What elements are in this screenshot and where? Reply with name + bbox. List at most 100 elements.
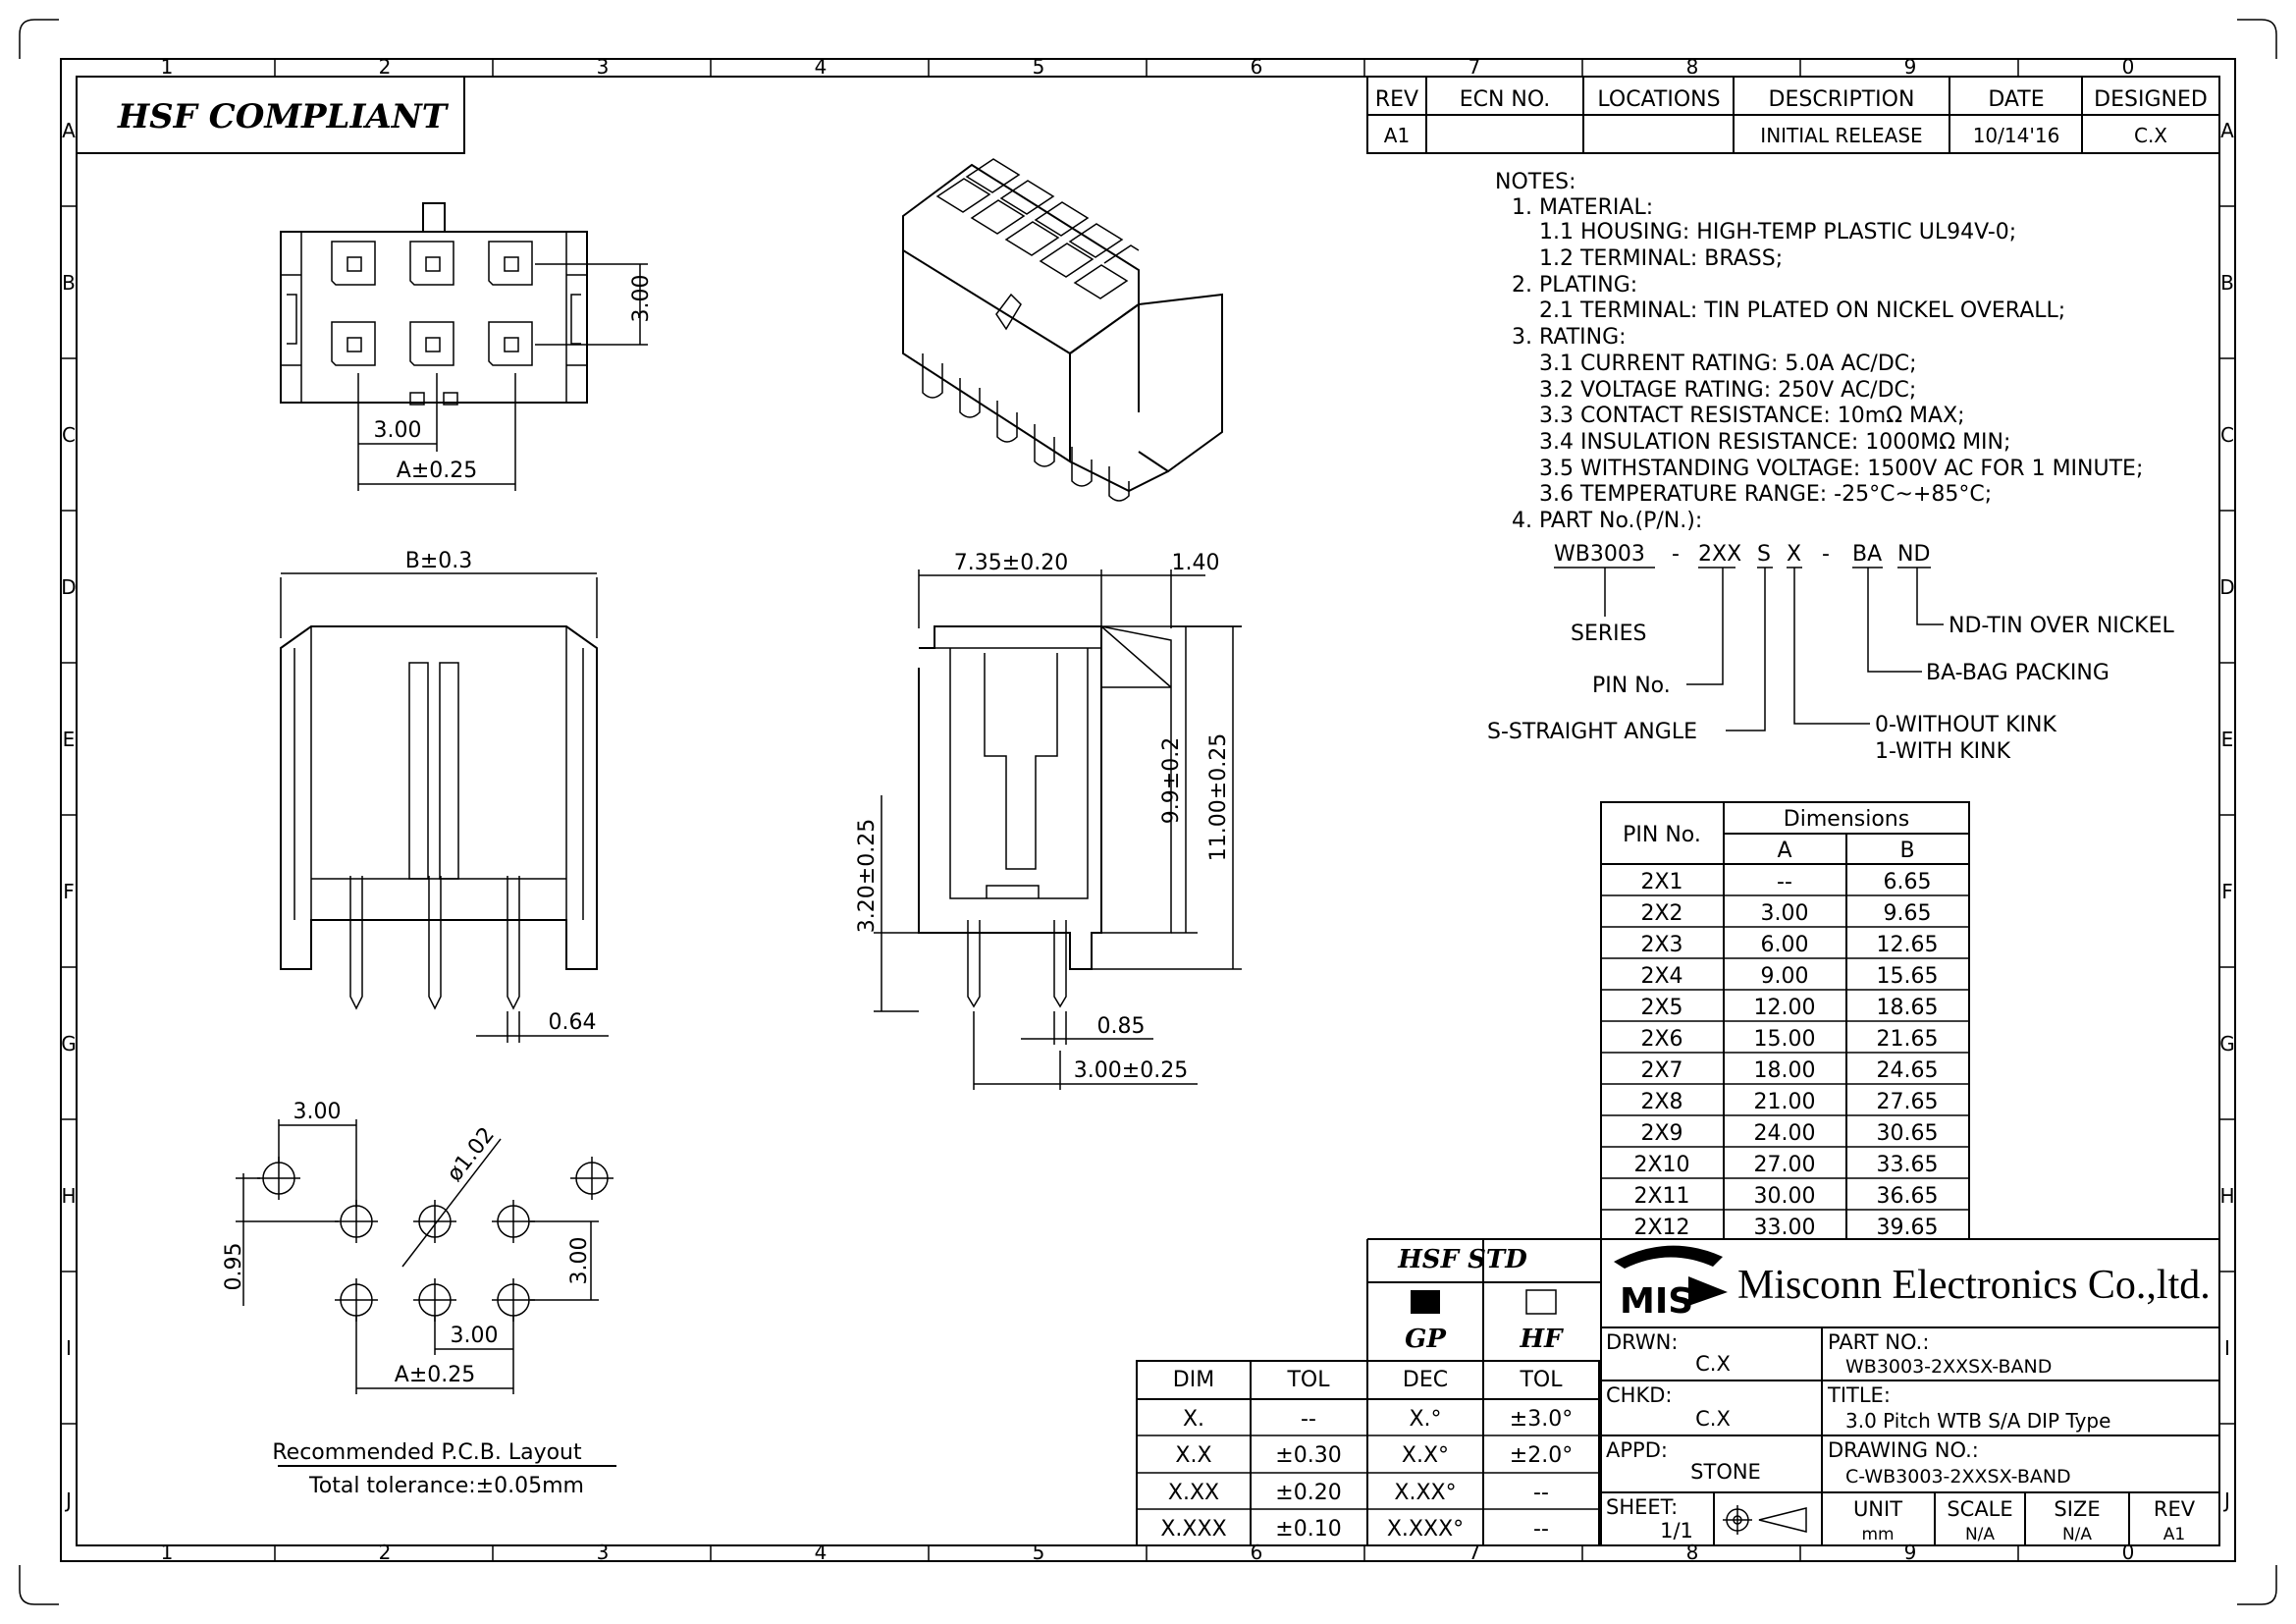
tol-header-dec: DEC <box>1403 1368 1448 1392</box>
part-value: WB3003-2XXSX-BAND <box>1845 1356 2052 1378</box>
pn-segment: S <box>1757 542 1771 567</box>
dim-table-header-a: A <box>1777 839 1791 863</box>
chkd-value: C.X <box>1695 1407 1731 1431</box>
pcb-dim-3v: 3.00 <box>567 1237 592 1285</box>
pcb-layout: 3.00 ø1.02 0.95 3.00 3.00 A±0.25 Recomme… <box>222 1100 616 1498</box>
corner-marks <box>19 19 2277 1605</box>
zone-col-2-bottom: 2 <box>379 1541 392 1564</box>
size-value: N/A <box>2062 1525 2092 1544</box>
title-label: TITLE: <box>1827 1383 1891 1407</box>
zone-col-9-bottom: 9 <box>1904 1541 1917 1564</box>
top-dim-a: A±0.25 <box>397 459 477 483</box>
tol-cell-tol: ±0.20 <box>1275 1481 1341 1505</box>
front-dim-b: B±0.3 <box>405 549 473 573</box>
dim-table-cell-pin: 2X3 <box>1640 933 1682 957</box>
tol-cell-tol2: -- <box>1533 1517 1549 1542</box>
dim-table-cell-b: 30.65 <box>1877 1121 1939 1146</box>
rev-cell-designed: C.X <box>2134 124 2167 147</box>
dim-table-cell-b: 9.65 <box>1884 901 1932 926</box>
zone-col-4-bottom: 4 <box>815 1541 828 1564</box>
top-dim-pitch-v: 3.00 <box>629 275 654 323</box>
note-line: 3.5 WITHSTANDING VOLTAGE: 1500V AC FOR 1… <box>1539 457 2143 481</box>
tol-cell-tol2: ±2.0° <box>1510 1443 1573 1468</box>
zone-row-a-left: A <box>62 119 76 142</box>
pn-segment: WB3003 <box>1554 542 1645 567</box>
pn-series: SERIES <box>1571 622 1647 646</box>
pcb-caption: Recommended P.C.B. Layout <box>272 1440 582 1465</box>
appd-value: STONE <box>1690 1460 1761 1484</box>
pn-kink0: 0-WITHOUT KINK <box>1875 713 2056 737</box>
dim-table-cell-b: 33.65 <box>1877 1153 1939 1177</box>
dim-table-cell-b: 24.65 <box>1877 1058 1939 1083</box>
zone-col-5-bottom: 5 <box>1033 1541 1045 1564</box>
zone-row-d-left: D <box>61 575 76 599</box>
zone-row-h-right: H <box>2219 1184 2234 1208</box>
rev-header-locations: LOCATIONS <box>1597 87 1720 112</box>
pcb-dim-3b: 3.00 <box>451 1324 499 1348</box>
tol-cell-tol: -- <box>1301 1407 1316 1432</box>
dim-table-cell-pin: 2X2 <box>1640 901 1682 926</box>
drawing-label: DRAWING NO.: <box>1828 1438 1979 1462</box>
side-dim-h1: 9.9±0.2 <box>1159 737 1184 824</box>
pn-plating: ND-TIN OVER NICKEL <box>1949 614 2174 638</box>
note-line: 3.3 CONTACT RESISTANCE: 10mΩ MAX; <box>1539 404 1965 428</box>
unit-label: UNIT <box>1853 1497 1902 1521</box>
dim-table-header-b: B <box>1899 839 1914 863</box>
dim-table-cell-a: 30.00 <box>1754 1184 1816 1209</box>
zone-row-c-right: C <box>2220 423 2234 447</box>
dim-table-cell-pin: 2X9 <box>1640 1121 1682 1146</box>
note-line: 2. PLATING: <box>1512 273 1637 298</box>
note-line: 3.6 TEMPERATURE RANGE: -25°C~+85°C; <box>1539 482 1992 507</box>
drwn-label: DRWN: <box>1606 1330 1678 1354</box>
rev-header-rev: REV <box>1375 87 1418 112</box>
rev-header-date: DATE <box>1988 87 2044 112</box>
pn-angle: S-STRAIGHT ANGLE <box>1487 720 1697 744</box>
tol-cell-dec: X.X° <box>1402 1443 1449 1468</box>
tol-cell-tol: ±0.10 <box>1275 1517 1341 1542</box>
rev-header-ecn: ECN NO. <box>1460 87 1551 112</box>
zone-row-j-right: J <box>2222 1489 2230 1512</box>
hsf-compliant-label: HSF COMPLIANT <box>117 97 450 136</box>
chkd-label: CHKD: <box>1606 1383 1672 1407</box>
pn-segment: ND <box>1897 542 1930 567</box>
top-dim-pitch: 3.00 <box>374 418 422 443</box>
tol-cell-dec: X.XX° <box>1394 1481 1456 1505</box>
unit-value: mm <box>1861 1525 1894 1544</box>
zone-row-e-left: E <box>63 728 76 751</box>
dim-table-cell-b: 12.65 <box>1877 933 1939 957</box>
rev-header-designed: DESIGNED <box>2094 87 2208 112</box>
zone-col-2-top: 2 <box>379 55 392 79</box>
note-line: 2.1 TERMINAL: TIN PLATED ON NICKEL OVERA… <box>1539 298 2065 323</box>
dim-table-cell-b: 36.65 <box>1877 1184 1939 1209</box>
drawing-value: C-WB3003-2XXSX-BAND <box>1845 1466 2071 1488</box>
dim-table-cell-pin: 2X7 <box>1640 1058 1682 1083</box>
note-line: 4. PART No.(P/N.): <box>1512 509 1702 533</box>
zone-row-a-right: A <box>2220 119 2234 142</box>
pn-pin: PIN No. <box>1592 674 1671 698</box>
pn-packing: BA-BAG PACKING <box>1926 661 2109 685</box>
zone-col-7-top: 7 <box>1468 55 1481 79</box>
zone-row-b-left: B <box>62 271 76 295</box>
dim-table-cell-a: 9.00 <box>1761 964 1809 989</box>
zone-col-9-top: 9 <box>1904 55 1917 79</box>
pn-segment: X <box>1787 542 1801 567</box>
pn-segment: - <box>1672 542 1680 567</box>
sheet-label: SHEET: <box>1606 1495 1678 1519</box>
dim-table-cell-b: 39.65 <box>1877 1216 1939 1240</box>
appd-label: APPD: <box>1606 1438 1668 1462</box>
rev-cell-date: 10/14'16 <box>1973 124 2060 147</box>
pn-segment: 2XX <box>1698 542 1741 567</box>
tol-cell-dec: X.° <box>1409 1407 1441 1432</box>
dim-table-cell-pin: 2X11 <box>1633 1184 1689 1209</box>
scale-label: SCALE <box>1947 1497 2012 1521</box>
title-block: MIS Misconn Electronics Co.,ltd. DRWN: C… <box>1600 1238 2220 1546</box>
pcb-dim-095: 0.95 <box>222 1243 246 1291</box>
dim-table-cell-pin: 2X10 <box>1633 1153 1689 1177</box>
notes-heading: NOTES: <box>1495 170 1576 194</box>
hsf-gp-label: GP <box>1405 1325 1447 1354</box>
rev-cell-rev: A1 <box>1384 124 1410 147</box>
dim-table-cell-b: 18.65 <box>1877 996 1939 1020</box>
notes-block: NOTES: 1. MATERIAL: 1.1 HOUSING: HIGH-TE… <box>1495 170 2143 533</box>
